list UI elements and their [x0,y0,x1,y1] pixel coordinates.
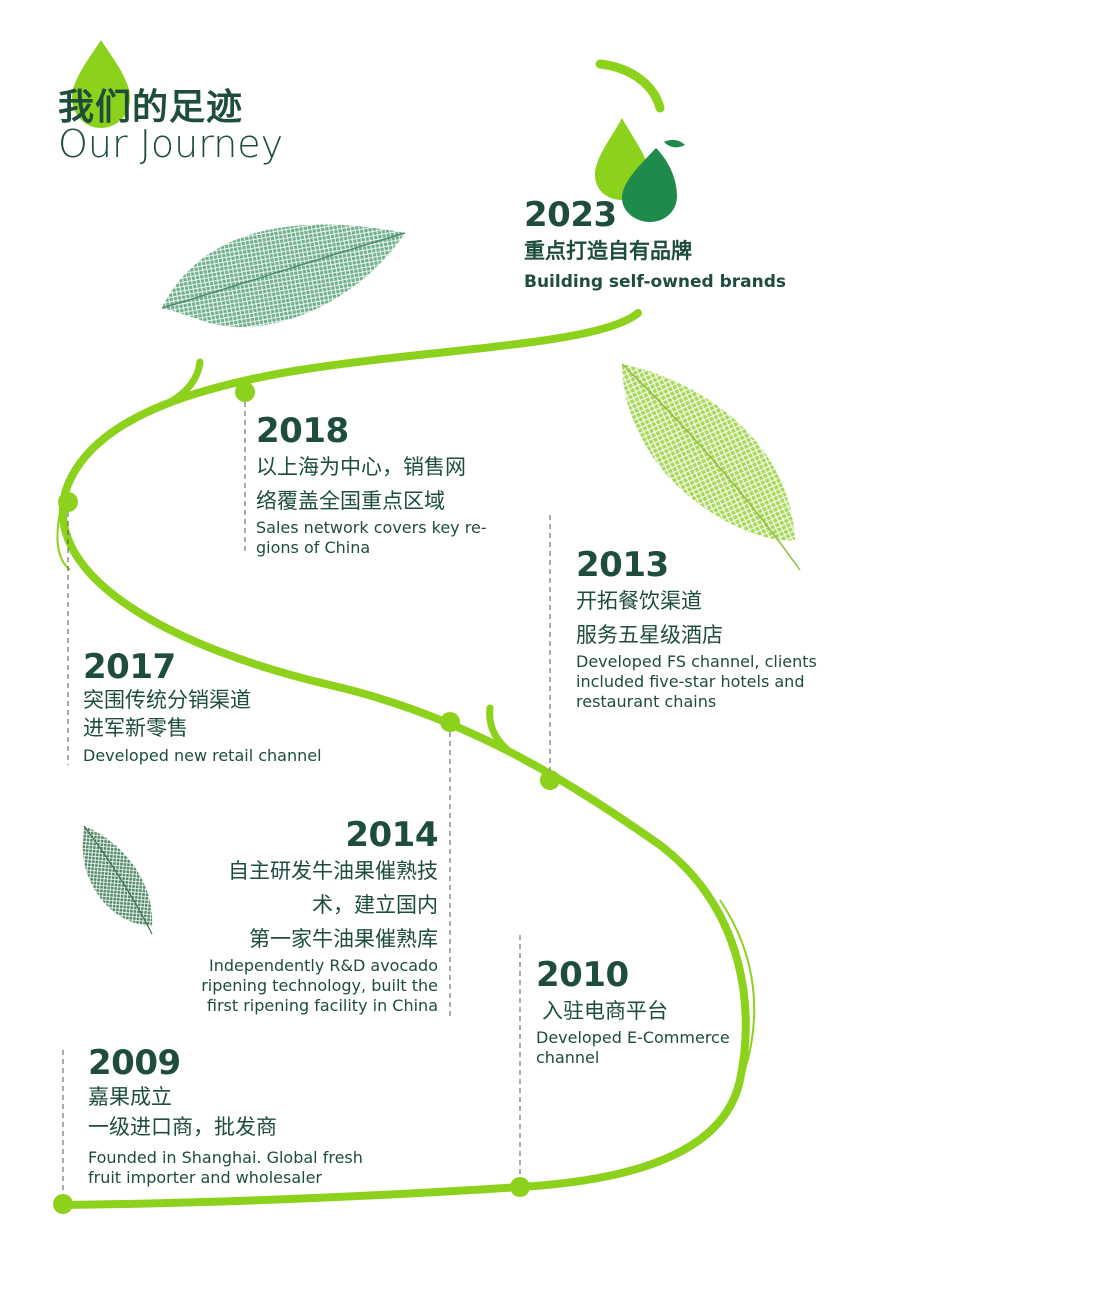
page-title: 我们的足迹 [58,87,244,128]
milestone-en-line: Independently R&D avocado [208,956,438,975]
milestone-2010: 2010 入驻电商平台 Developed E-Commerce channel [536,956,776,1068]
milestone-2014: 2014 自主研发牛油果催熟技 术，建立国内 第一家牛油果催熟库 Indepen… [190,816,438,1016]
milestone-cn-line: 术，建立国内 [312,893,438,917]
page-subtitle: Our Journey [58,122,284,166]
milestone-year: 2017 [83,647,176,687]
milestone-en-line: included five-star hotels and [576,672,805,691]
milestone-en-line: Developed E-Commerce [536,1028,730,1047]
milestone-year: 2009 [88,1043,181,1083]
milestone-cn-line: 自主研发牛油果催熟技 [228,859,438,883]
timeline-node [58,492,78,512]
milestone-en-line: Building self-owned brands [524,272,787,292]
milestone-cn-line: 进军新零售 [83,716,188,740]
timeline-node [510,1177,530,1197]
milestone-en-line: ripening technology, built the [201,976,438,995]
milestone-2009: 2009 嘉果成立 一级进口商，批发商 Founded in Shanghai.… [88,1044,388,1188]
milestone-en-line: fruit importer and wholesaler [88,1168,322,1187]
timeline-node [53,1194,73,1214]
milestone-en-line: Developed FS channel, clients [576,652,817,671]
milestone-cn-line: 服务五星级酒店 [576,623,723,647]
milestone-2018: 2018 以上海为中心，销售网 络覆盖全国重点区域 Sales network … [256,412,506,558]
milestone-cn-line: 以上海为中心，销售网 [256,455,466,479]
leaf-icon [82,825,153,935]
timeline-node [235,382,255,402]
milestone-year: 2010 [536,955,629,995]
milestone-cn-line: 第一家牛油果催熟库 [249,927,438,951]
leaf-icon [161,224,406,327]
milestone-year: 2014 [345,815,438,855]
milestone-2017: 2017 突围传统分销渠道 进军新零售 Developed new retail… [83,648,383,766]
milestone-en-line: first ripening facility in China [206,996,438,1015]
milestone-en-line: Developed new retail channel [83,746,322,765]
milestone-en-line: Sales network covers key re- [256,518,487,537]
dashed-connectors [62,402,551,1194]
timeline-nodes [53,382,560,1214]
milestone-cn-line: 嘉果成立 [88,1085,172,1109]
milestone-cn-line: 入驻电商平台 [542,999,668,1023]
milestone-2023: 2023 重点打造自有品牌 Building self-owned brands [524,196,844,292]
milestone-cn-line: 突围传统分销渠道 [83,688,251,712]
header-avocado-icon [72,40,130,128]
milestone-year: 2018 [256,411,349,451]
avocado-logo-icon [595,118,685,222]
milestone-en-line: gions of China [256,538,371,557]
milestone-en-line: channel [536,1048,600,1067]
milestone-2013: 2013 开拓餐饮渠道 服务五星级酒店 Developed FS channel… [576,546,836,712]
milestone-en-line: restaurant chains [576,692,717,711]
milestone-cn-line: 重点打造自有品牌 [524,239,692,263]
timeline-node [540,770,560,790]
milestone-cn-line: 开拓餐饮渠道 [576,589,702,613]
milestone-en-line: Founded in Shanghai. Global fresh [88,1148,363,1167]
milestone-cn-line: 一级进口商，批发商 [88,1115,277,1139]
milestone-cn-line: 络覆盖全国重点区域 [256,489,445,513]
timeline-node [440,712,460,732]
milestone-year: 2013 [576,545,669,585]
milestone-year: 2023 [524,195,617,235]
leaf-icon [621,363,801,571]
